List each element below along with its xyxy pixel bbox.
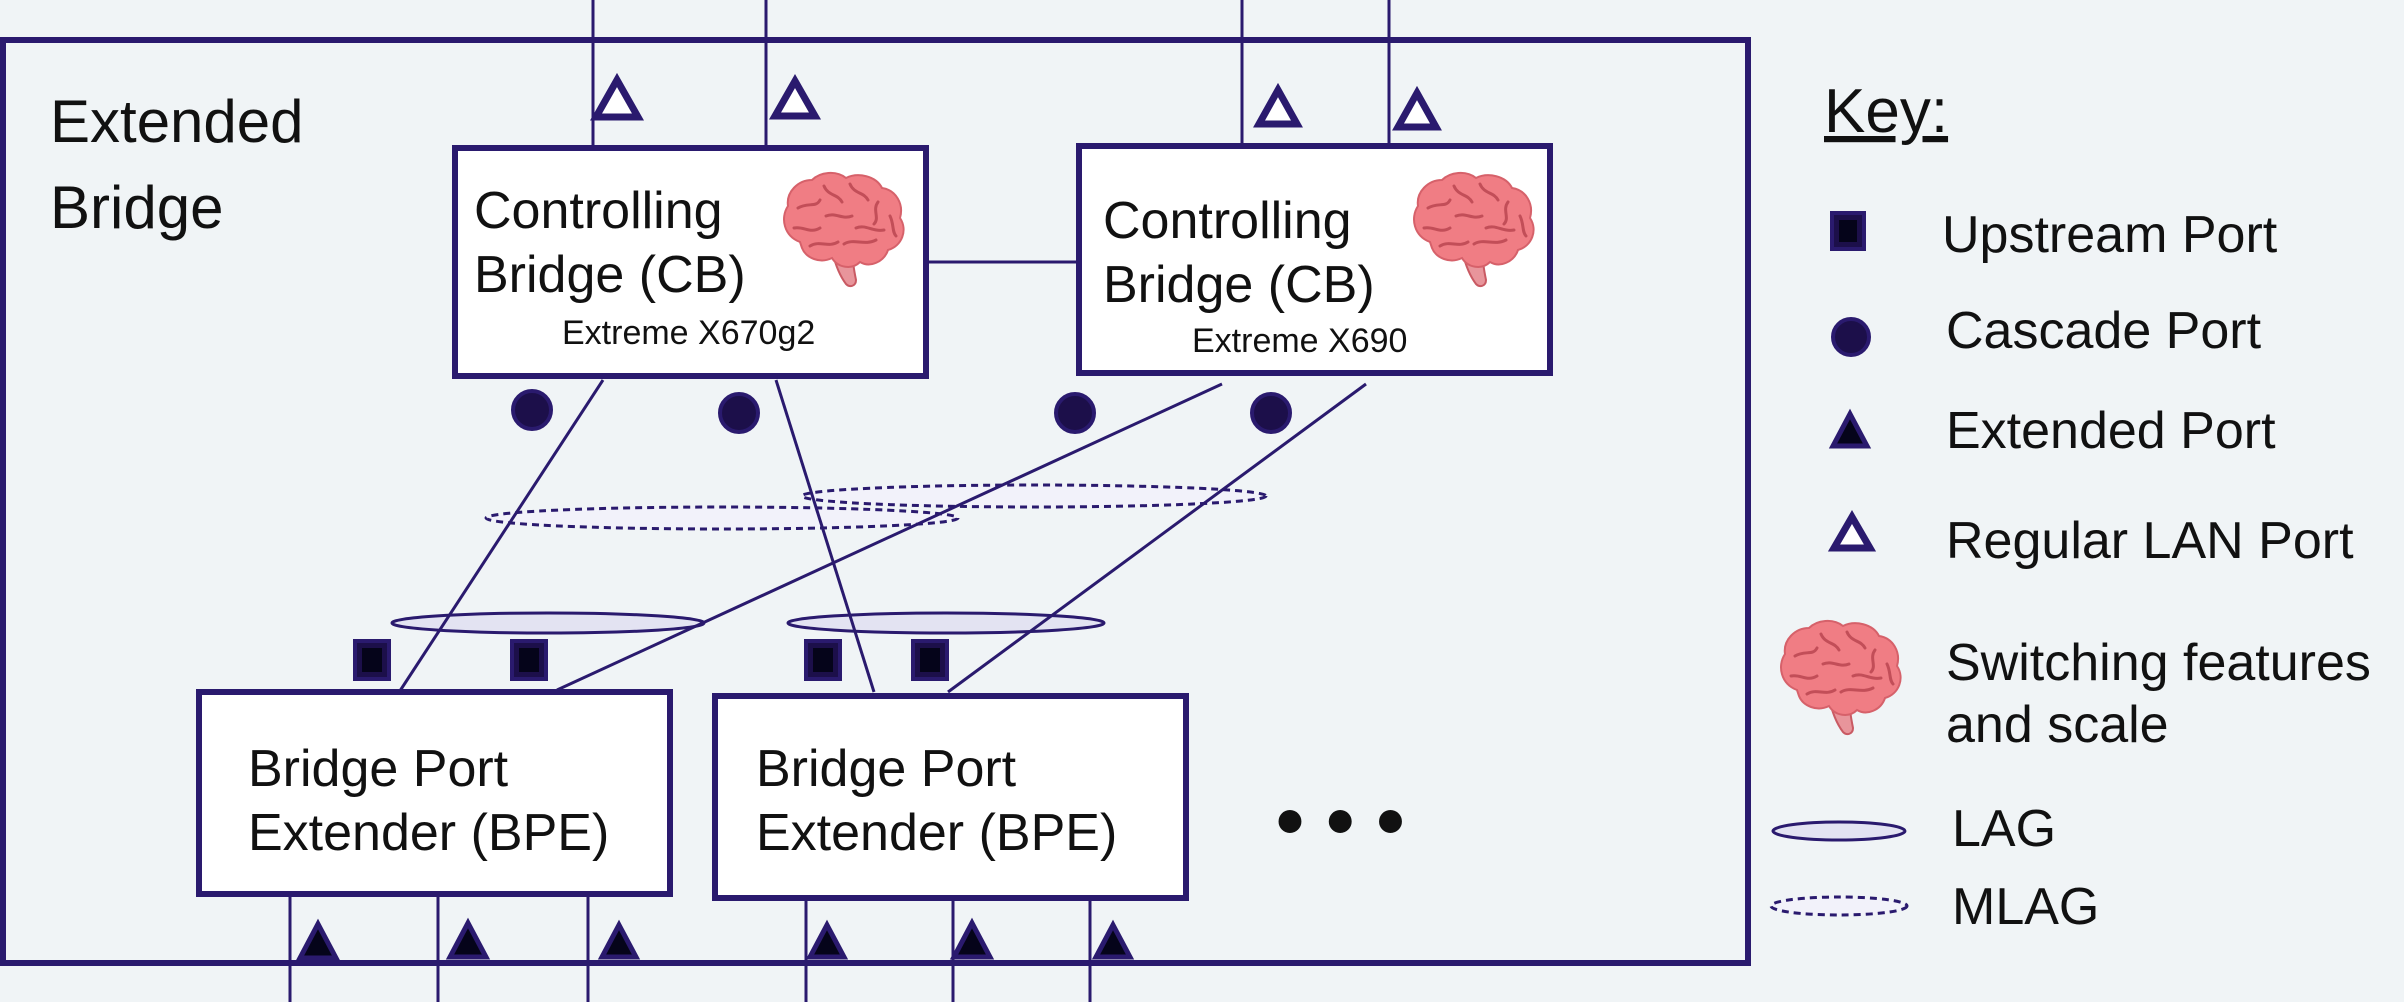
- cb-model: Extreme X690: [1192, 322, 1407, 360]
- key-label-lag: LAG: [1952, 800, 2056, 858]
- upstream-port-icon: [510, 639, 548, 681]
- upstream-port-icon: [353, 639, 391, 681]
- extended-port-icon: [1091, 919, 1135, 960]
- extended-bridge-frame: [0, 37, 1751, 966]
- upstream-port-icon: [804, 639, 842, 681]
- cb-title: Controlling Bridge (CB): [474, 182, 746, 304]
- bridge-port-extender-1: Bridge Port Extender (BPE): [196, 689, 673, 897]
- cb-bpe-link: [392, 379, 605, 701]
- key-title: Key:: [1824, 77, 1948, 146]
- mlag-ellipse: [484, 505, 960, 531]
- cb-bpe-link: [774, 379, 876, 693]
- extended-port-icon: [295, 918, 341, 961]
- mlag-ellipse: [800, 483, 1268, 509]
- cascade-port-icon: [718, 392, 760, 434]
- legend-key: Key: Upstream Port Cascade Port Extended…: [1769, 77, 2385, 936]
- extended-port-icon: [597, 919, 641, 960]
- cascade-port-icon: [1250, 392, 1292, 434]
- cb-bpe-link: [556, 382, 1223, 692]
- key-label-extended-port: Extended Port: [1946, 402, 2276, 460]
- extended-port-icon: [445, 917, 491, 960]
- key-label-regular-lan-port: Regular LAN Port: [1946, 512, 2354, 570]
- bridge-port-extender-2: Bridge Port Extender (BPE): [712, 693, 1189, 901]
- cascade-port-icon: [1831, 317, 1871, 357]
- more-extenders-ellipsis: • • •: [1276, 776, 1404, 865]
- regular-lan-port-icon: [768, 73, 822, 120]
- key-label-upstream-port: Upstream Port: [1942, 206, 2278, 264]
- upstream-port-icon: [1830, 211, 1866, 251]
- bpe-title: Bridge Port Extender (BPE): [248, 740, 609, 862]
- key-label-switching-features: Switching features and scale: [1946, 634, 2385, 754]
- cb-title: Controlling Bridge (CB): [1103, 192, 1375, 314]
- lag-icon: [1771, 820, 1907, 842]
- regular-lan-port-icon: [1827, 510, 1877, 552]
- extended-bridge-label: Extended Bridge: [50, 88, 320, 241]
- extended-port-icon: [949, 917, 995, 960]
- cascade-port-icon: [1054, 392, 1096, 434]
- regular-lan-port-icon: [1253, 82, 1303, 128]
- extended-port-icon: [1828, 408, 1872, 449]
- controlling-bridge-1: Controlling Bridge (CB) Extreme X670g2: [452, 145, 929, 379]
- upstream-port-icon: [911, 639, 949, 681]
- regular-lan-port-icon: [1392, 85, 1442, 131]
- brain-icon: [1779, 619, 1903, 736]
- controlling-bridge-2: Controlling Bridge (CB) Extreme X690: [1076, 143, 1553, 376]
- cb-bpe-link: [947, 382, 1367, 694]
- extended-port-icon: [805, 919, 849, 960]
- cascade-port-icon: [511, 389, 553, 431]
- cb-model: Extreme X670g2: [562, 314, 815, 352]
- lag-ellipse: [786, 611, 1106, 635]
- key-label-cascade-port: Cascade Port: [1946, 302, 2262, 360]
- bpe-title: Bridge Port Extender (BPE): [756, 740, 1117, 862]
- key-label-mlag: MLAG: [1952, 878, 2099, 936]
- mlag-icon: [1769, 895, 1909, 917]
- regular-lan-port-icon: [589, 72, 645, 121]
